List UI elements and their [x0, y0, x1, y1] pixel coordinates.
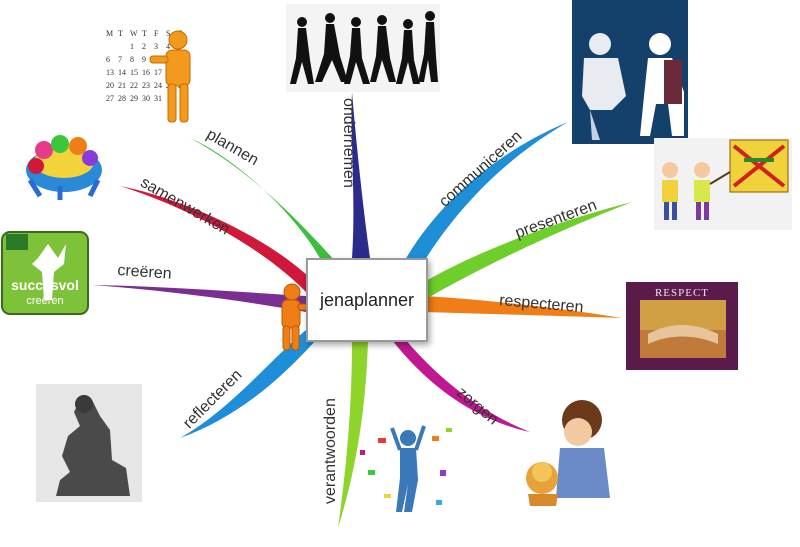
calendar-day: 7: [118, 55, 122, 64]
branch-reflecteren: [180, 330, 316, 438]
label-ondernemen: ondernemen: [340, 98, 357, 188]
calendar-day: 22: [130, 81, 138, 90]
calendar-day: 14: [118, 68, 126, 77]
label-creeren: creëren: [116, 262, 173, 283]
calendar-weekday: F: [154, 29, 159, 38]
respect-poster-title: RESPECT: [655, 287, 709, 299]
respect-poster-image: RESPECT: [626, 282, 738, 370]
central-topic-label: jenaplanner: [319, 289, 415, 310]
child-with-toy-image: [526, 400, 610, 506]
calendar-day: 17: [154, 68, 162, 77]
calendar-day: 30: [142, 94, 150, 103]
calendar-day: 8: [130, 55, 134, 64]
central-topic[interactable]: jenaplanner: [306, 258, 428, 342]
branch-ondernemen: [351, 92, 370, 258]
thinker-statue-image: [36, 384, 142, 502]
calendar-weekday: M: [106, 29, 113, 38]
calendar-weekday: W: [130, 29, 138, 38]
calendar-day: 23: [142, 81, 150, 90]
sign-line-1: succesvol: [11, 277, 79, 293]
dancers-image: [286, 4, 440, 92]
calendar-day: 28: [118, 94, 126, 103]
calendar-day: 1: [130, 42, 134, 51]
sign-line-2: creëren: [26, 295, 63, 307]
team-circle-image: [26, 135, 102, 200]
branch-respecteren: [424, 296, 622, 318]
calendar-day: 27: [106, 94, 114, 103]
conversation-image: [572, 0, 688, 144]
center-figure-icon: [281, 283, 313, 351]
calendar-day: 21: [118, 81, 126, 90]
branch-communiceren: [405, 122, 568, 268]
calendar-day: 24: [154, 81, 162, 90]
calendar-day: 20: [106, 81, 114, 90]
calendar-day: 16: [142, 68, 150, 77]
calendar-weekday: T: [118, 29, 123, 38]
branch-plannen: [190, 138, 336, 262]
calendar-image: MTWTFSS123456789101112131415161718192021…: [106, 29, 191, 123]
presentation-image: [654, 138, 792, 230]
calendar-day: 6: [106, 55, 110, 64]
succesvol-sign-image: succesvol creëren: [1, 231, 89, 315]
orange-figure-icon: [149, 30, 191, 123]
calendar-day: 9: [142, 55, 146, 64]
calendar-weekday: T: [142, 29, 147, 38]
calendar-day: 13: [106, 68, 114, 77]
branch-zorgen: [392, 338, 530, 432]
calendar-day: 2: [142, 42, 146, 51]
calendar-day: 15: [130, 68, 138, 77]
celebration-figure-image: [360, 425, 452, 512]
calendar-day: 31: [154, 94, 162, 103]
branch-verantwoorden: [338, 340, 368, 528]
calendar-day: 29: [130, 94, 138, 103]
calendar-day: 4: [166, 42, 170, 51]
label-verantwoorden: verantwoorden: [322, 398, 339, 504]
branch-creeren: [92, 285, 306, 312]
calendar-weekday: S: [166, 29, 170, 38]
calendar-day: 3: [154, 42, 158, 51]
